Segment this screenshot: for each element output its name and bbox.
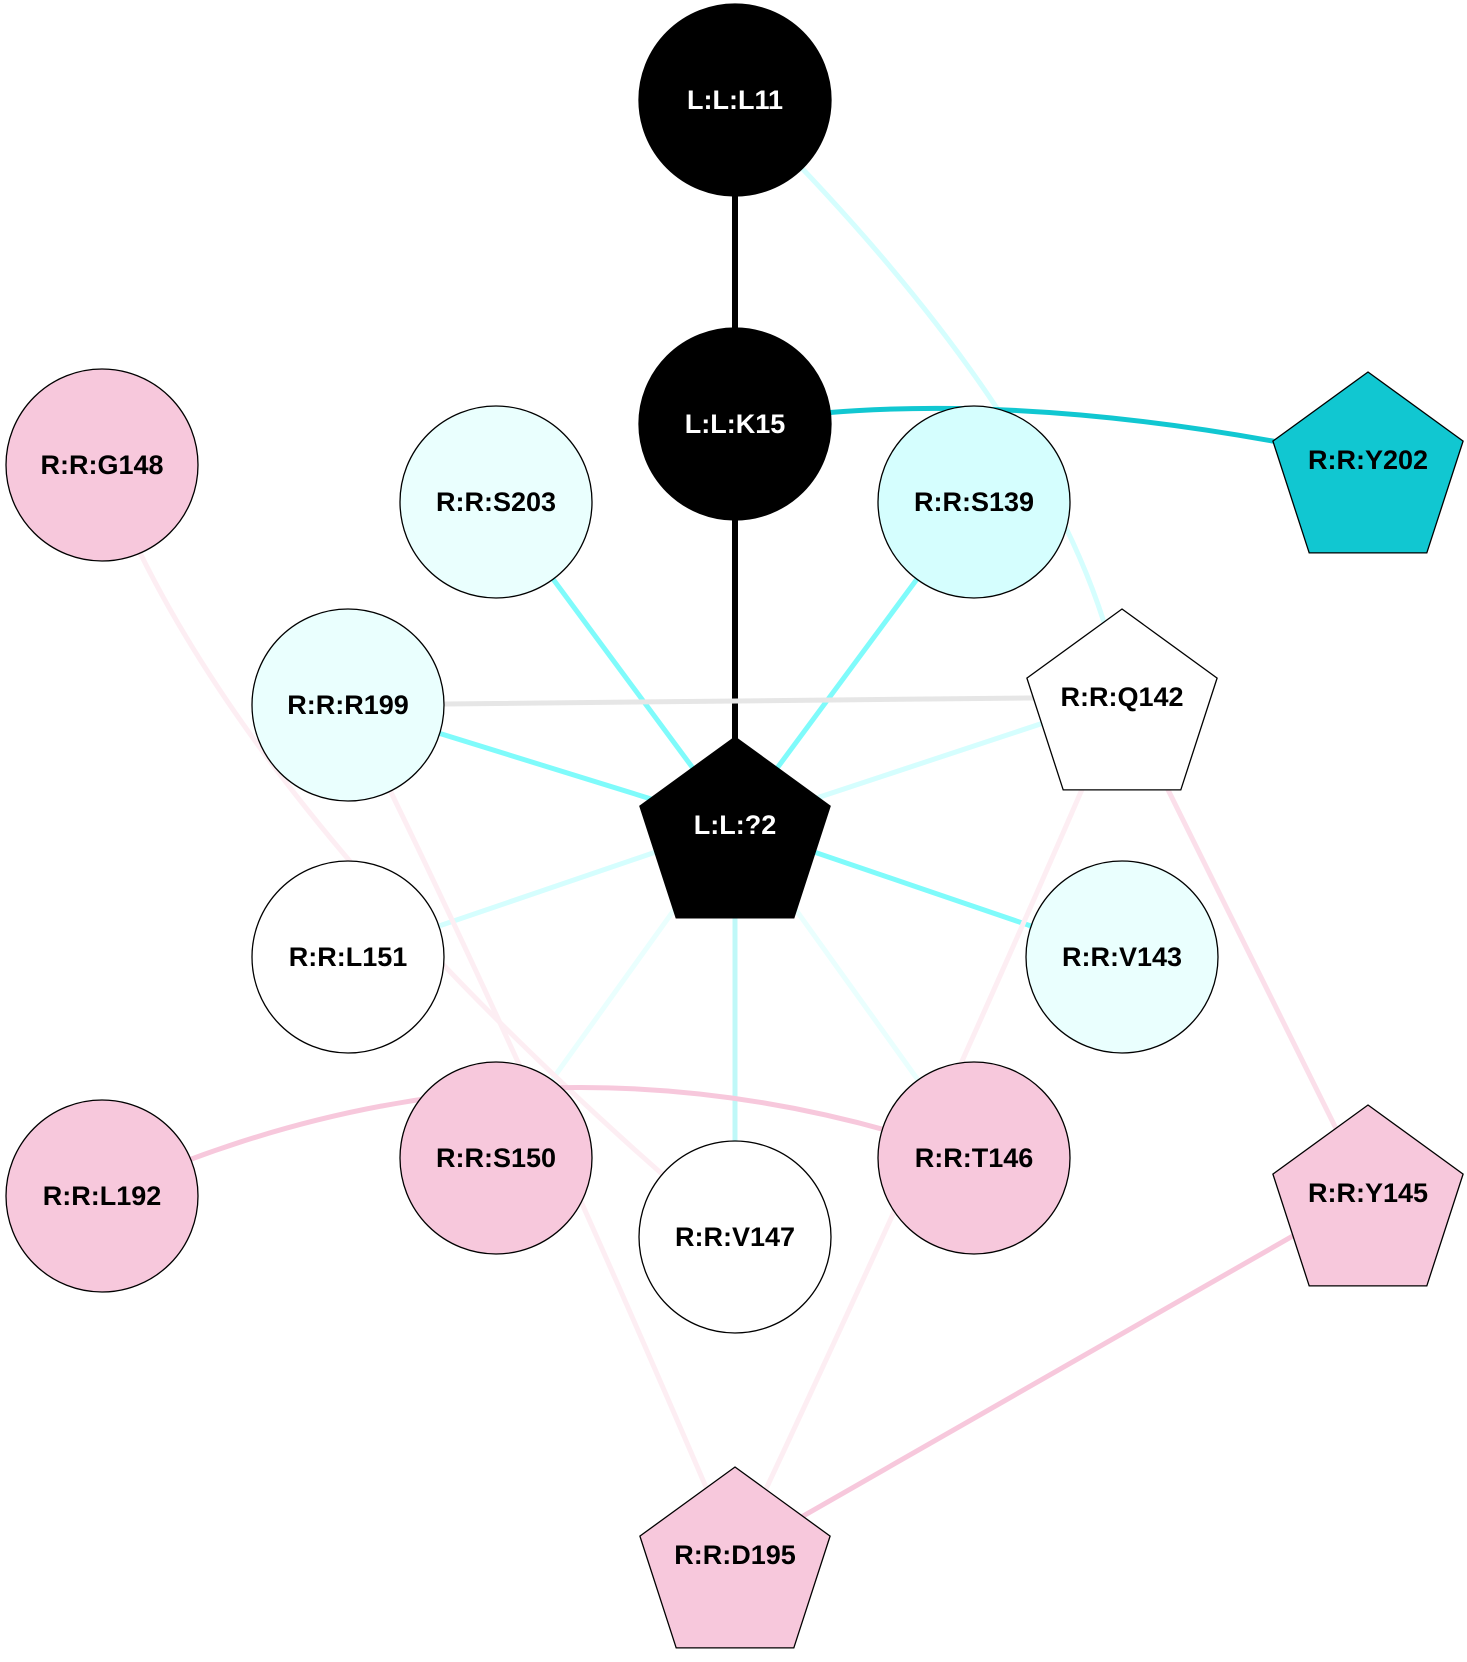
node-label: R:R:V143 bbox=[1062, 942, 1182, 972]
node-r-r-q142: R:R:Q142 bbox=[1026, 608, 1218, 791]
node-pentagon-shape bbox=[1272, 1104, 1464, 1287]
node-r-r-d195: R:R:D195 bbox=[639, 1466, 831, 1649]
node-r-r-v147: R:R:V147 bbox=[638, 1140, 832, 1334]
node-circle-shape bbox=[877, 405, 1071, 599]
node-r-r-r199: R:R:R199 bbox=[251, 608, 445, 802]
node-label: R:R:G148 bbox=[40, 450, 163, 480]
node-label: R:R:T146 bbox=[915, 1143, 1034, 1173]
edge-r-r-r199-to-r-r-q142 bbox=[345, 694, 1125, 708]
node-label: R:R:D195 bbox=[674, 1540, 796, 1570]
node-r-r-t146: R:R:T146 bbox=[877, 1061, 1071, 1255]
node-r-r-l151: R:R:L151 bbox=[251, 860, 445, 1054]
node-label: R:R:Y202 bbox=[1308, 445, 1428, 475]
node-pentagon-shape bbox=[1272, 371, 1464, 554]
node-circle-shape bbox=[251, 608, 445, 802]
node-label: R:R:Y145 bbox=[1308, 1178, 1428, 1208]
node-label: R:R:L192 bbox=[43, 1181, 162, 1211]
node-pentagon-shape bbox=[639, 1466, 831, 1649]
node-pentagon-shape bbox=[1026, 608, 1218, 791]
node-r-r-l192: R:R:L192 bbox=[5, 1099, 199, 1293]
node-r-r-y202: R:R:Y202 bbox=[1272, 371, 1464, 554]
node-r-r-s139: R:R:S139 bbox=[877, 405, 1071, 599]
node-r-r-v143: R:R:V143 bbox=[1025, 860, 1219, 1054]
node-label: R:R:S203 bbox=[436, 487, 556, 517]
node-label: R:R:Q142 bbox=[1060, 682, 1183, 712]
node-r-r-g148: R:R:G148 bbox=[5, 368, 199, 562]
node-circle-shape bbox=[399, 1061, 593, 1255]
node-l-l-k15: L:L:K15 bbox=[638, 327, 832, 521]
node-label: L:L:L11 bbox=[687, 85, 783, 115]
node-circle-shape bbox=[638, 3, 832, 197]
node-circle-shape bbox=[1025, 860, 1219, 1054]
edge-r-r-g148-to-r-r-v147 bbox=[99, 462, 738, 1240]
node-circle-shape bbox=[5, 368, 199, 562]
node-r-r-s150: R:R:S150 bbox=[399, 1061, 593, 1255]
node-circle-shape bbox=[5, 1099, 199, 1293]
node-r-r-y145: R:R:Y145 bbox=[1272, 1104, 1464, 1287]
node-label: L:L:?2 bbox=[694, 810, 776, 840]
node-circle-shape bbox=[399, 405, 593, 599]
node-l-l-l11: L:L:L11 bbox=[638, 3, 832, 197]
node-label: R:R:S150 bbox=[436, 1143, 556, 1173]
node-circle-shape bbox=[638, 327, 832, 521]
edge-r-r-y145-to-r-r-d195 bbox=[732, 1190, 1371, 1558]
node-l-l-2: L:L:?2 bbox=[639, 736, 831, 919]
node-label: R:R:V147 bbox=[675, 1222, 795, 1252]
node-label: R:R:S139 bbox=[914, 487, 1034, 517]
node-label: L:L:K15 bbox=[685, 409, 786, 439]
node-circle-shape bbox=[877, 1061, 1071, 1255]
node-circle-shape bbox=[251, 860, 445, 1054]
node-pentagon-shape bbox=[639, 736, 831, 919]
node-circle-shape bbox=[638, 1140, 832, 1334]
node-label: R:R:L151 bbox=[289, 942, 408, 972]
node-label: R:R:R199 bbox=[287, 690, 409, 720]
node-r-r-s203: R:R:S203 bbox=[399, 405, 593, 599]
